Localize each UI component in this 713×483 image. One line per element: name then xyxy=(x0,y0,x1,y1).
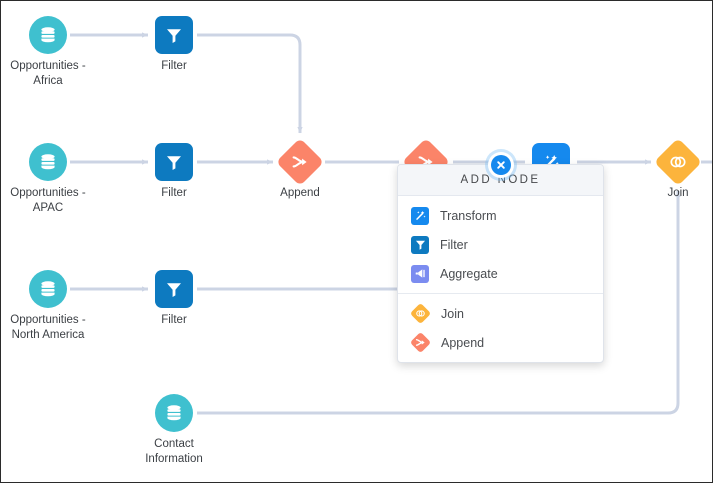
edge-filter-africa-append xyxy=(197,33,303,134)
node-label: Append xyxy=(280,187,320,199)
join-shape xyxy=(653,137,703,187)
menu-item-filter[interactable]: Filter xyxy=(398,230,603,259)
menu-group-combines: Join Append xyxy=(398,293,603,362)
dataset-shape xyxy=(155,394,193,432)
funnel-icon xyxy=(167,283,181,297)
database-icon xyxy=(167,405,181,421)
funnel-icon xyxy=(411,235,429,254)
append-shape xyxy=(275,137,325,187)
edge-contact-join xyxy=(197,190,681,415)
close-icon xyxy=(490,155,511,175)
database-icon xyxy=(41,27,55,43)
merge-arrows-icon xyxy=(292,156,307,168)
dataset-shape xyxy=(29,270,67,308)
menu-group-transforms: Transform Filter Aggre xyxy=(398,196,603,293)
add-node-popup: ADD NODE Transform xyxy=(397,152,604,363)
menu-item-join[interactable]: Join xyxy=(398,299,603,328)
close-popup-button[interactable] xyxy=(487,152,514,178)
venn-circles-icon xyxy=(670,156,686,168)
venn-circles-icon xyxy=(409,302,432,325)
node-label: Filter xyxy=(161,187,187,199)
node-label: Filter xyxy=(161,314,187,326)
filter-shape xyxy=(155,270,193,308)
menu-item-label: Filter xyxy=(440,237,468,252)
node-label: Opportunities - APAC xyxy=(10,187,86,214)
node-label: Opportunities - North America xyxy=(10,314,86,341)
menu-item-transform[interactable]: Transform xyxy=(398,201,603,230)
merge-arrows-icon xyxy=(409,331,432,354)
funnel-icon xyxy=(167,156,181,170)
node-label: Join xyxy=(667,187,689,199)
menu-item-aggregate[interactable]: Aggregate xyxy=(398,259,603,288)
funnel-icon xyxy=(167,29,181,43)
menu-item-label: Append xyxy=(441,335,485,350)
filter-shape xyxy=(155,143,193,181)
menu-item-label: Aggregate xyxy=(440,266,498,281)
node-label: Filter xyxy=(161,60,187,72)
node-label: Opportunities - Africa xyxy=(10,60,86,87)
dataset-shape xyxy=(29,16,67,54)
menu-item-append[interactable]: Append xyxy=(398,328,603,357)
database-icon xyxy=(41,281,55,297)
popup-title: ADD NODE xyxy=(460,174,541,186)
filter-shape xyxy=(155,16,193,54)
menu-item-label: Join xyxy=(441,306,464,321)
aggregate-icon xyxy=(411,264,429,283)
node-label: Contact Information xyxy=(145,438,203,465)
magic-wand-icon xyxy=(411,206,429,225)
dataset-shape xyxy=(29,143,67,181)
menu-item-label: Transform xyxy=(440,208,497,223)
database-icon xyxy=(41,154,55,170)
